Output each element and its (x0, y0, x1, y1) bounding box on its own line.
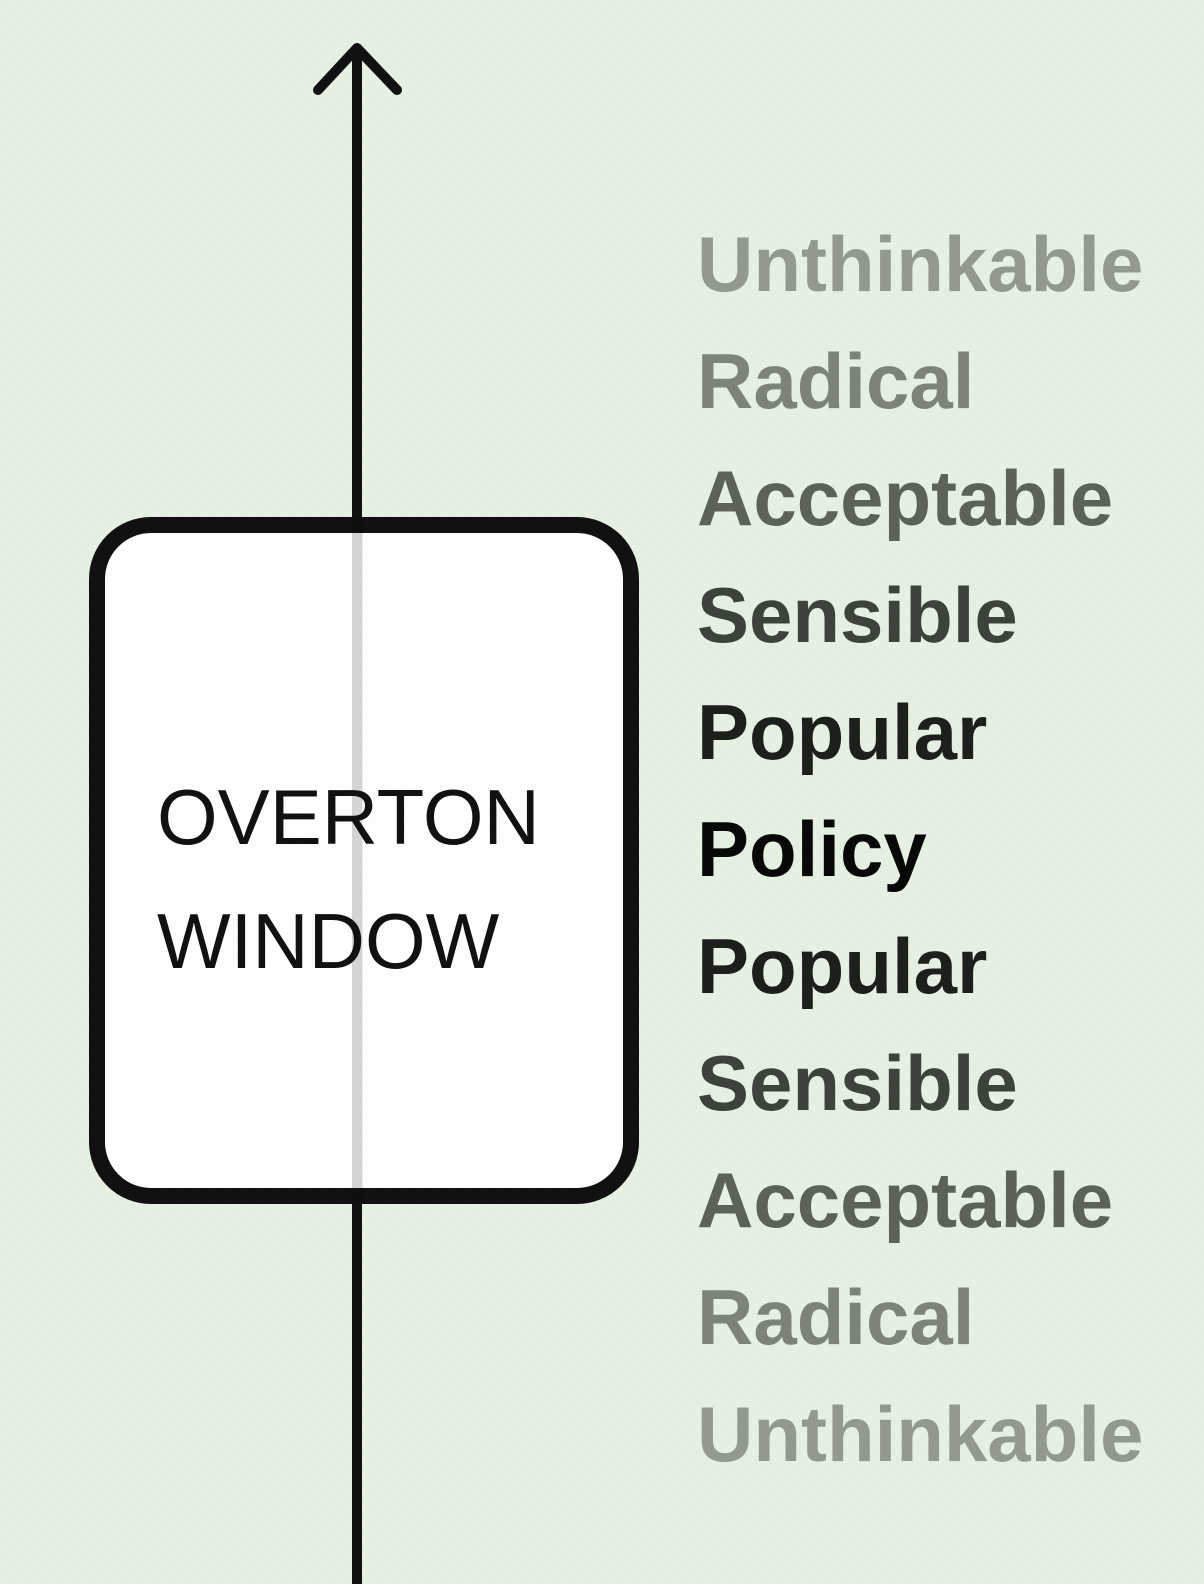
level-label-acceptable-top: Acceptable (697, 454, 1114, 542)
acceptability-scale: Unthinkable Radical Acceptable Sensible … (697, 220, 1177, 1513)
level-label-unthinkable-top: Unthinkable (697, 220, 1144, 308)
arrow-up-icon (313, 43, 402, 95)
level-label-radical-top: Radical (697, 337, 975, 425)
level-label-popular-top: Popular (697, 688, 988, 776)
level-label-sensible-top: Sensible (697, 571, 1018, 659)
level-label-unthinkable-bottom: Unthinkable (697, 1390, 1144, 1478)
level-label-acceptable-bottom: Acceptable (697, 1156, 1114, 1244)
level-label-popular-bottom: Popular (697, 922, 988, 1010)
window-title: OVERTON WINDOW (157, 755, 540, 1003)
window-title-line-2: WINDOW (157, 897, 500, 985)
level-label-sensible-bottom: Sensible (697, 1039, 1018, 1127)
window-title-line-1: OVERTON (157, 773, 540, 861)
overton-window-box (89, 517, 639, 1204)
level-label-policy: Policy (697, 805, 927, 893)
axis-through-window (352, 517, 363, 1204)
level-label-radical-bottom: Radical (697, 1273, 975, 1361)
